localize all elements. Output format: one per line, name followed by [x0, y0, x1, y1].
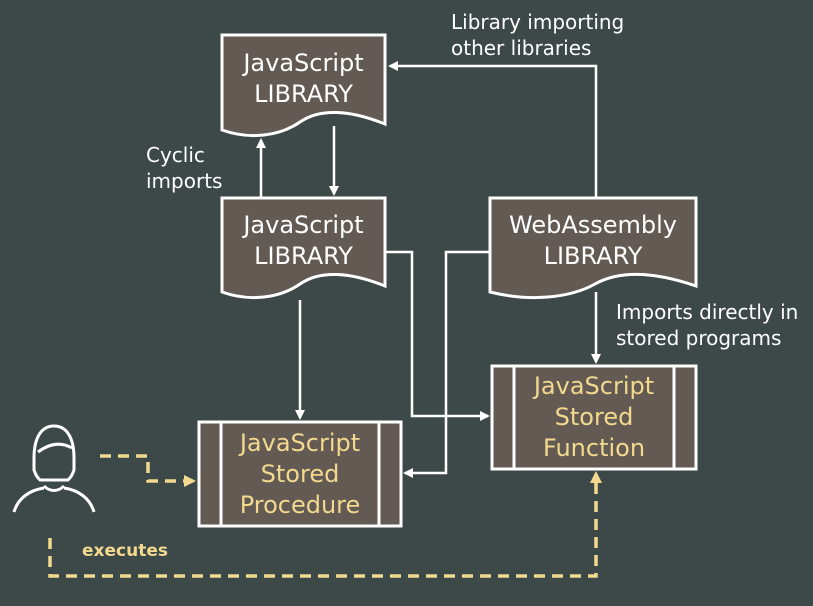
- user-icon: [12, 424, 96, 513]
- js-library-mid-shape: [220, 196, 387, 300]
- stored-procedure-line-1: JavaScript: [239, 429, 361, 457]
- stored-procedure-line-2: Stored: [260, 460, 340, 488]
- executes-label: executes: [82, 541, 168, 561]
- imports-directly-line-1: Imports directly in: [616, 300, 799, 324]
- arrow-mid-library-to-function: [385, 250, 490, 421]
- js-library-mid-line-1: JavaScript: [243, 211, 364, 239]
- arrow-user-to-procedure: [100, 454, 196, 487]
- js-library-top-label: JavaScript LIBRARY: [222, 48, 385, 110]
- imports-directly-line-2: stored programs: [616, 326, 782, 350]
- cyclic-imports-annotation: Cyclic imports: [146, 142, 222, 194]
- js-library-mid-label: JavaScript LIBRARY: [222, 210, 385, 272]
- wasm-library-shape: [488, 196, 698, 300]
- stored-function-shape: [490, 364, 698, 471]
- stored-procedure-shape: [197, 420, 403, 528]
- arrow-user-to-function: [48, 471, 602, 578]
- stored-function-line-3: Function: [542, 434, 646, 462]
- wasm-library-label: WebAssembly LIBRARY: [490, 210, 696, 272]
- js-library-top-line-2: LIBRARY: [254, 80, 353, 108]
- imports-directly-annotation: Imports directly in stored programs: [616, 299, 798, 351]
- stored-function-line-2: Stored: [554, 403, 634, 431]
- js-library-top-shape: [220, 33, 387, 138]
- cyclic-imports-line-1: Cyclic: [146, 143, 205, 167]
- js-library-mid-line-2: LIBRARY: [254, 242, 353, 270]
- library-importing-line-2: other libraries: [451, 36, 592, 60]
- js-library-top-line-1: JavaScript: [243, 49, 364, 77]
- wasm-library-line-2: LIBRARY: [543, 242, 643, 270]
- stored-procedure-line-3: Procedure: [239, 491, 361, 519]
- stored-function-line-1: JavaScript: [533, 372, 655, 400]
- arrow-wasm-to-procedure: [403, 250, 490, 478]
- stored-function-label: JavaScript Stored Function: [514, 371, 674, 464]
- stored-procedure-label: JavaScript Stored Procedure: [221, 428, 379, 521]
- library-importing-annotation: Library importing other libraries: [451, 9, 624, 61]
- wasm-library-line-1: WebAssembly: [509, 211, 677, 239]
- library-importing-line-1: Library importing: [451, 10, 625, 34]
- cyclic-imports-line-2: imports: [146, 169, 223, 193]
- arrow-wasm-to-top-library: [388, 61, 598, 198]
